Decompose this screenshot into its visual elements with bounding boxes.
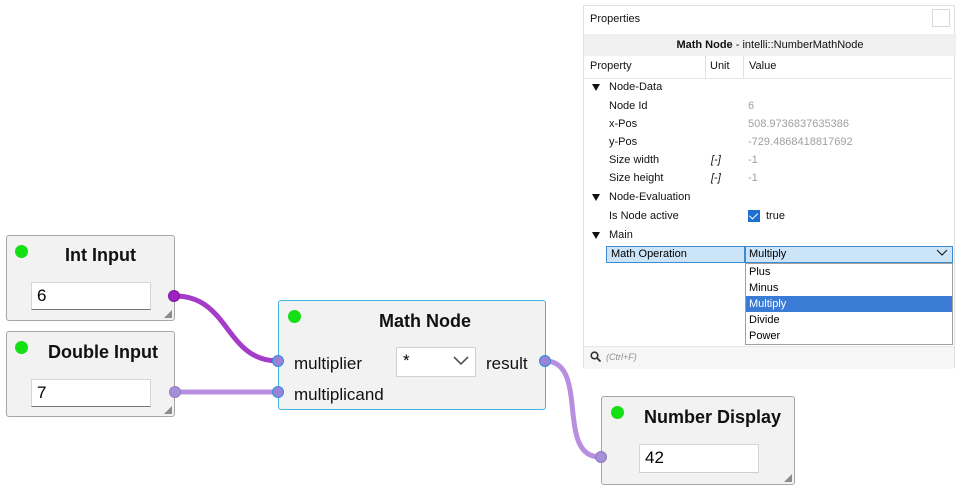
math-operation-label[interactable]: Math Operation (606, 246, 745, 263)
property-row[interactable]: Size width [-] -1 (609, 154, 758, 166)
int-input-node[interactable]: Int Input 6 (6, 235, 175, 321)
status-dot (611, 406, 624, 419)
active-checkbox[interactable] (748, 210, 760, 222)
double-output-port[interactable] (169, 386, 181, 398)
group-main[interactable]: Main (584, 226, 952, 244)
status-dot (15, 341, 28, 354)
display-input-port[interactable] (595, 451, 607, 463)
panel-float-button[interactable] (932, 9, 950, 27)
col-property[interactable]: Property (590, 60, 632, 72)
search-icon (590, 351, 602, 364)
search-placeholder: (Ctrl+F) (606, 352, 637, 362)
double-input-node[interactable]: Double Input 7 (6, 331, 175, 417)
math-operation-combobox[interactable]: Multiply (745, 246, 953, 263)
expand-arrow-icon (592, 84, 600, 91)
double-value-field[interactable]: 7 (31, 379, 151, 407)
result-output-port[interactable] (539, 355, 551, 367)
expand-arrow-icon (592, 194, 600, 201)
int-output-port[interactable] (168, 290, 180, 302)
multiplicand-input-port[interactable] (272, 386, 284, 398)
node-type: - intelli::NumberMathNode (732, 39, 864, 51)
node-type-subtitle: Math Node - intelli::NumberMathNode (584, 34, 956, 56)
chevron-down-icon (453, 349, 469, 375)
option-power[interactable]: Power (749, 330, 781, 342)
operation-combobox[interactable]: * (396, 347, 476, 377)
property-row[interactable]: Node Id 6 (609, 100, 755, 112)
result-label: result (486, 354, 528, 373)
property-row[interactable]: Size height [-] -1 (609, 172, 758, 184)
math-operation-value: Multiply (749, 248, 787, 260)
wire-result-to-display (542, 358, 603, 460)
group-node-data[interactable]: Node-Data (584, 78, 952, 96)
col-unit[interactable]: Unit (710, 60, 730, 72)
node-title: Int Input (65, 245, 136, 265)
wire-int-to-multiplier (172, 293, 281, 364)
multiplier-label: multiplier (294, 354, 363, 373)
resize-handle[interactable] (164, 406, 172, 414)
property-search-bar[interactable]: (Ctrl+F) (584, 346, 954, 369)
display-value-field: 42 (639, 444, 759, 473)
col-value[interactable]: Value (749, 60, 777, 72)
option-plus[interactable]: Plus (749, 266, 771, 278)
node-title: Math Node (379, 311, 471, 331)
group-node-evaluation[interactable]: Node-Evaluation (584, 188, 952, 206)
option-minus[interactable]: Minus (749, 282, 779, 294)
property-row[interactable]: x-Pos 508.9736837635386 (609, 118, 849, 130)
operation-dropdown-list: Plus Minus Multiply Divide Power (745, 263, 953, 345)
option-multiply[interactable]: Multiply (746, 296, 952, 312)
resize-handle[interactable] (784, 474, 792, 482)
node-title: Number Display (644, 407, 782, 427)
number-display-node[interactable]: Number Display 42 (601, 396, 795, 485)
int-value-field[interactable]: 6 (31, 282, 151, 310)
operation-value: * (403, 351, 410, 370)
column-header: Property Unit Value (584, 56, 952, 79)
node-title-bold: Math Node (676, 39, 733, 51)
expand-arrow-icon (592, 232, 600, 239)
resize-handle[interactable] (164, 310, 172, 318)
multiplicand-label: multiplicand (294, 385, 384, 404)
status-dot (288, 310, 301, 323)
panel-header: Properties (590, 13, 641, 25)
multiplier-input-port[interactable] (272, 355, 284, 367)
properties-panel: Properties Math Node - intelli::NumberMa… (583, 5, 956, 369)
active-value: true (766, 210, 785, 222)
status-dot (15, 245, 28, 258)
math-node[interactable]: Math Node multiplier multiplicand result… (278, 300, 546, 410)
property-row[interactable]: y-Pos -729.4868418817692 (609, 136, 853, 148)
node-title: Double Input (48, 342, 158, 362)
option-divide[interactable]: Divide (749, 314, 780, 326)
property-row-active[interactable]: Is Node active true (584, 207, 952, 225)
chevron-down-icon (936, 246, 948, 263)
